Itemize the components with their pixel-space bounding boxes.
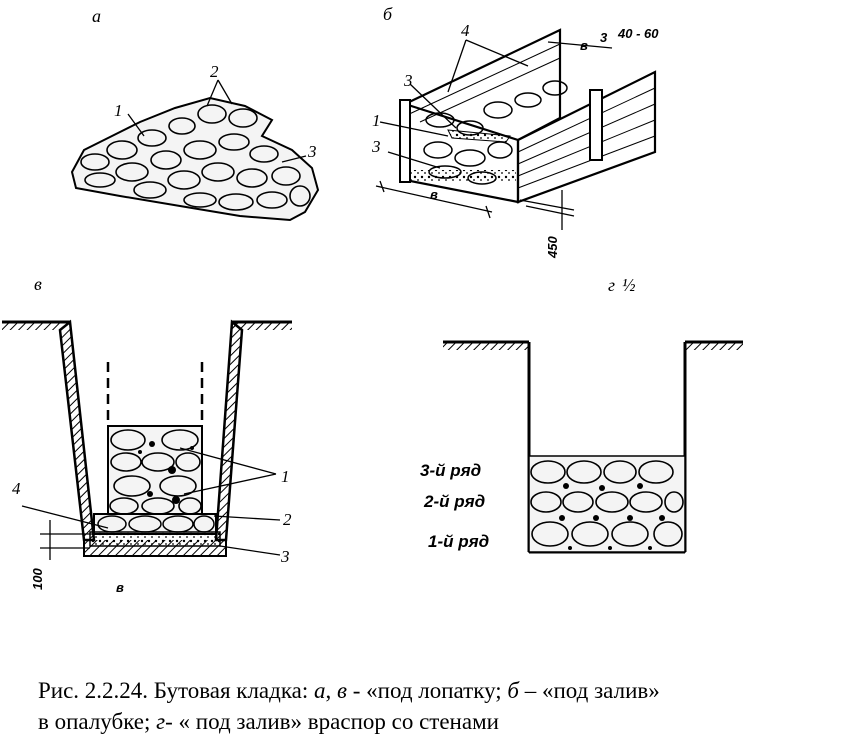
panel-v: в [2,274,292,595]
callout-a-3: 3 [307,142,317,161]
callout-a-2: 2 [210,62,219,81]
callout-v-3: 3 [280,547,290,566]
formwork-post-right [589,89,603,161]
row-label-3: 3-й ряд [420,461,481,480]
callout-v-bottom: в [116,580,124,595]
callout-b-3-upper: 3 [403,71,413,90]
caption-line2-b: - « под залив» враспор со стенами [165,709,499,734]
formwork-boards [404,43,656,189]
callout-v-1: 1 [281,467,290,486]
mortar-joint-b [447,129,511,143]
callout-v-2: 2 [283,510,292,529]
caption-line-1: Рис. 2.2.24. Бутовая кладка: а, в - «под… [38,675,858,706]
dimension-v-depth: 100 [30,568,45,590]
trench-bottom-v [83,540,227,557]
row-label-1: 1-й ряд [428,532,489,551]
caption-comma: , [325,678,338,703]
formwork-post-left [399,99,411,183]
callout-lines-v [21,447,281,556]
callout-b-3-lower: 3 [371,137,381,156]
panel-b: б [371,4,659,259]
caption-mid1: - «под лопатку; [347,678,508,703]
panel-a-label: а [92,6,101,26]
caption-line-2: в опалубке; г- « под залив» враспор со с… [38,706,858,737]
stones-a [80,104,311,211]
caption-v: в [337,678,348,703]
panel-a: а 1 2 3 [70,6,320,222]
mortar-spots-g [559,483,665,550]
mortar-layer-b [410,170,516,182]
trench-wall-right [214,319,244,542]
callout-lines-b [379,39,529,169]
callout-lines-a [127,79,307,163]
mortar-spots-v [138,441,194,504]
dimension-b-width: в [430,187,438,202]
callout-b-width-top: в [580,38,588,53]
dimension-b-height: 450 [545,236,560,259]
caption-b: б [507,678,519,703]
dimension-line-v [40,520,94,560]
ground-surface-v [2,320,292,330]
caption-line2-a: в опалубке; [38,709,157,734]
panel-g: г ½ 3-й ряд 2-й ряд 1-й ряд [420,275,743,554]
caption-g: г [156,709,166,734]
callout-b-1: 1 [372,111,381,130]
panel-b-label: б [383,4,393,24]
caption-prefix: Рис. 2.2.24. Бутовая кладка: [38,678,315,703]
callout-v-4: 4 [12,479,21,498]
callout-b-3-right: 3 [600,30,608,45]
panel-g-fraction: ½ [622,275,636,295]
callout-b-4: 4 [461,21,470,40]
rubble-masonry-v [107,425,203,515]
dimension-lines-b [375,41,613,230]
panel-g-label: г [608,275,615,295]
ground-surface-g [443,340,743,350]
trench-wall-left [58,319,96,542]
row-label-2: 2-й ряд [423,492,485,511]
caption-mid2: – «под залив» [519,678,660,703]
panel-v-label: в [34,274,42,294]
caption-a: а [314,678,326,703]
stones-g [530,460,684,547]
figure-caption: Рис. 2.2.24. Бутовая кладка: а, в - «под… [38,675,858,737]
dimension-board-thickness: 40 - 60 [617,26,659,41]
callout-a-1: 1 [114,101,123,120]
